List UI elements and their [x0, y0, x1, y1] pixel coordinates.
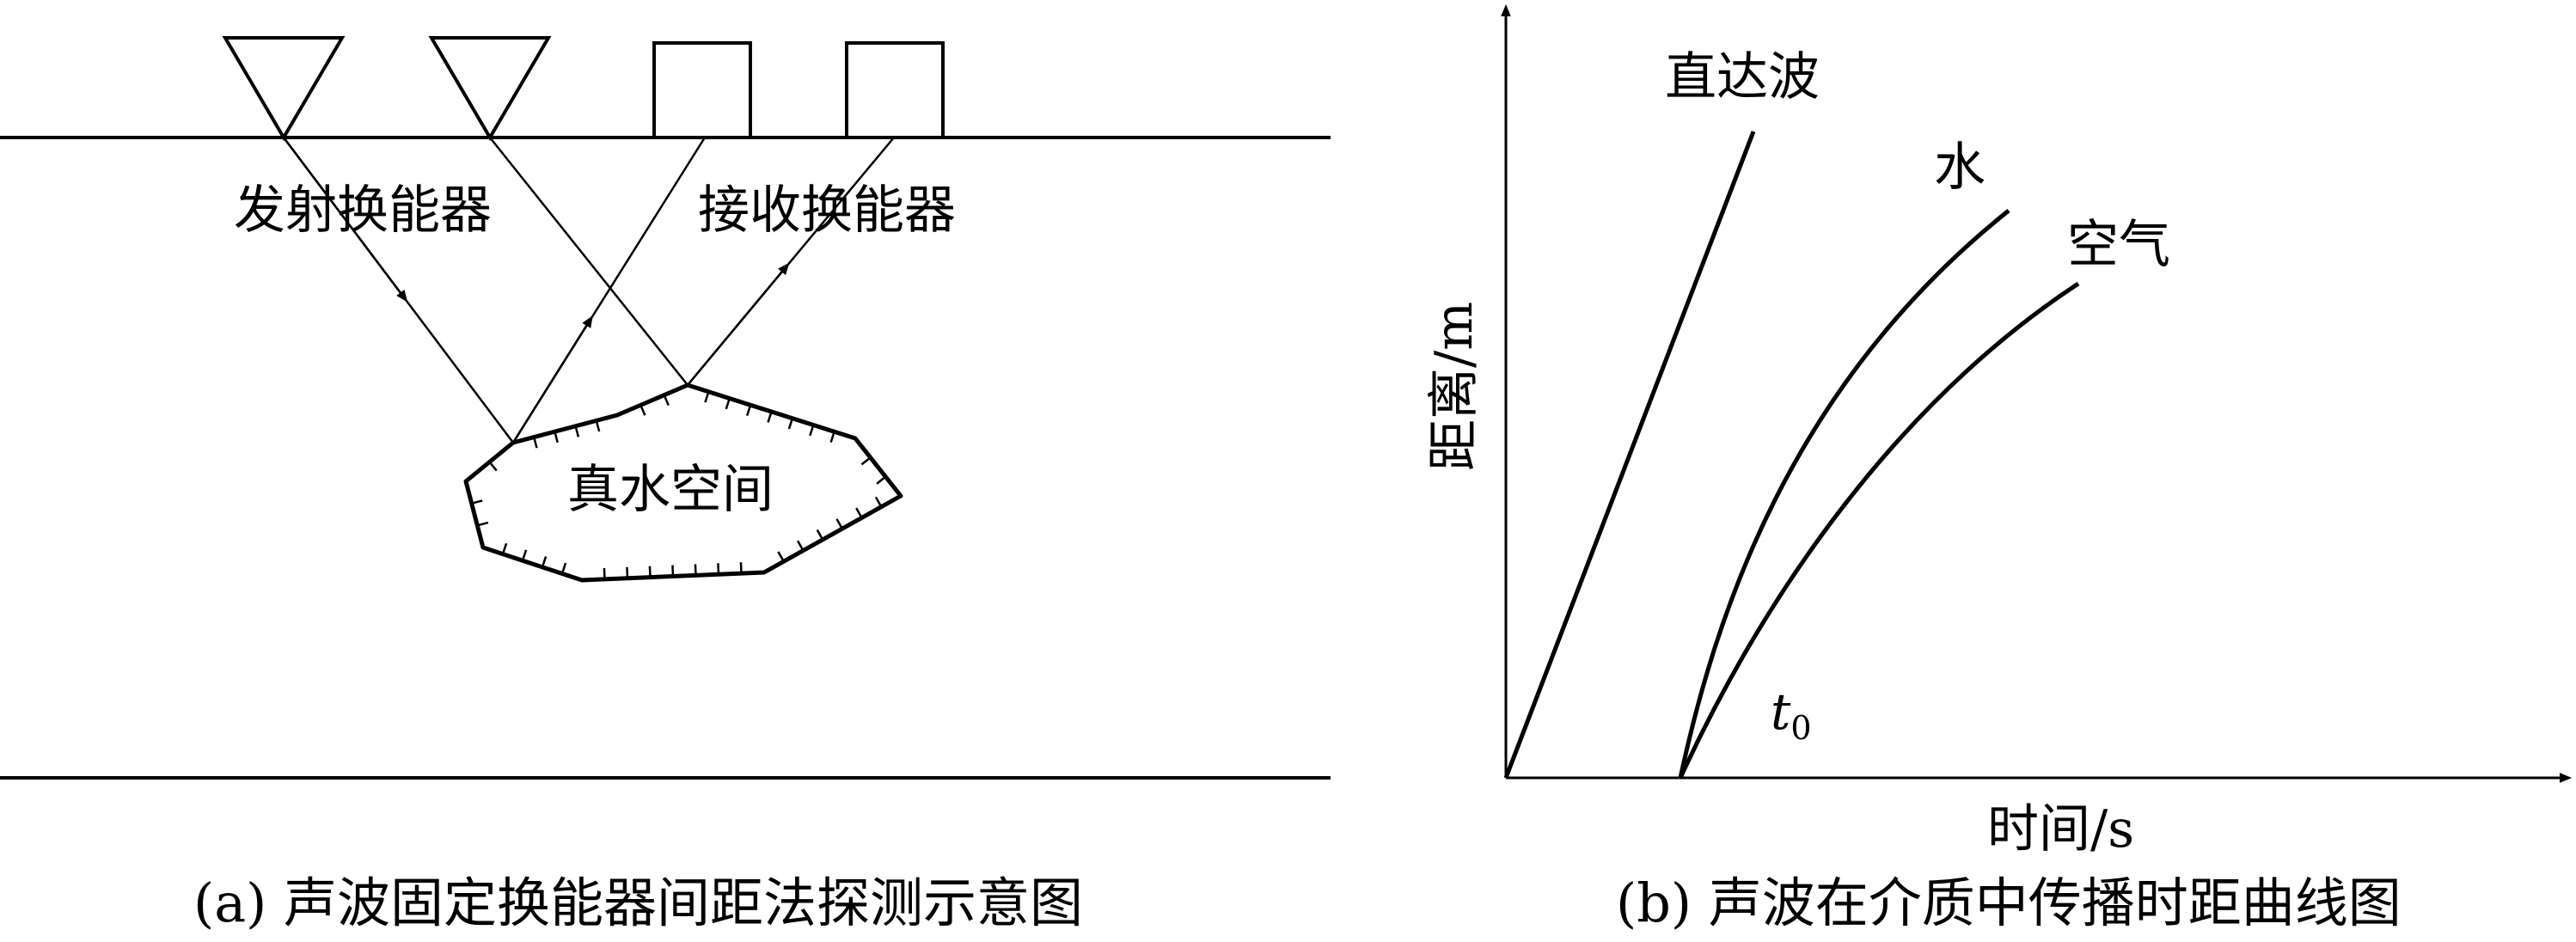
cavity-hatch-tick [876, 475, 887, 485]
cavity-hatch-tick [532, 437, 538, 449]
cavity-hatch-tick [704, 391, 710, 403]
panel-b: 直达波 水 空气 t0 时间/s 距离/m (b) 声波在介质中传播时距曲线图 [1424, 4, 2572, 934]
cavity-hatch-ticks [471, 391, 887, 579]
receiver-square-1 [652, 41, 752, 139]
cavity-hatch-tick [595, 420, 601, 432]
x-axis-label: 时间/s [1987, 799, 2134, 859]
cavity-hatch-tick [671, 565, 675, 577]
cavity-hatch-tick [648, 566, 652, 578]
cavity-hatch-tick [663, 395, 670, 407]
ray-2-reflected-arrow [687, 262, 790, 386]
cavity-hatch-tick [816, 529, 824, 541]
cavity-hatch-tick [777, 551, 785, 562]
air-curve [1678, 281, 2080, 780]
ray-2-incident [489, 137, 688, 386]
cavity-hatch-tick [471, 499, 483, 505]
cavity-hatch-tick [694, 564, 697, 576]
cavity-hatch-tick [874, 496, 883, 508]
ray-1-reflected-arrow [511, 315, 593, 443]
cavity-hatch-tick [739, 562, 743, 574]
cavity-hatch-tick [560, 562, 567, 574]
cavity-hatch-tick [603, 567, 606, 579]
cavity-hatch-tick [477, 521, 489, 527]
direct-wave-label: 直达波 [1665, 47, 1820, 107]
cavity-hatch-tick [725, 398, 731, 410]
cavity-hatch-tick [787, 418, 794, 430]
cavity-hatch-tick [717, 563, 720, 575]
cavity-hatch-tick [835, 518, 843, 529]
panel-b-caption: (b) 声波在介质中传播时距曲线图 [1616, 872, 2402, 934]
water-curve-label: 水 [1934, 138, 1986, 198]
transmitter-triangle-2 [428, 36, 552, 141]
cavity-hatch-tick [829, 431, 835, 443]
cavity-hatch-tick [521, 549, 528, 561]
cavity-hatch-tick [488, 461, 498, 472]
cavity-hatch-tick [745, 404, 752, 417]
cavity-hatch-tick [501, 542, 508, 554]
y-axis-label: 距离/m [1424, 302, 1484, 471]
water-cavity-outline [463, 382, 903, 583]
t0-label: t0 [1771, 682, 1812, 747]
cavity-hatch-tick [767, 411, 773, 423]
panel-a-caption: (a) 声波固定换能器间距法探测示意图 [193, 872, 1083, 934]
cavity-hatch-tick [541, 556, 548, 568]
ray-1-arrow [283, 137, 408, 303]
cavity-label: 真水空间 [567, 460, 774, 520]
cavity-hatch-tick [554, 431, 559, 443]
cavity-hatch-tick [796, 540, 805, 552]
direct-wave-line [1503, 131, 1756, 779]
cavity-hatch-tick [639, 404, 646, 416]
cavity-hatch-tick [855, 507, 863, 519]
panel-a: 发射换能器 接收换能器 真水空间 (a) 声波固定换能器间距法探测示意图 [0, 36, 1331, 934]
water-curve [1678, 209, 2010, 779]
cavity-hatch-tick [860, 456, 872, 466]
transmitter-label: 发射换能器 [234, 180, 492, 241]
receiver-square-2 [845, 41, 945, 139]
cavity-hatch-tick [809, 425, 815, 437]
transmitter-triangle-1 [222, 36, 346, 141]
air-curve-label: 空气 [2067, 215, 2170, 275]
receiver-label: 接收换能器 [698, 180, 956, 241]
cavity-hatch-tick [574, 425, 580, 437]
